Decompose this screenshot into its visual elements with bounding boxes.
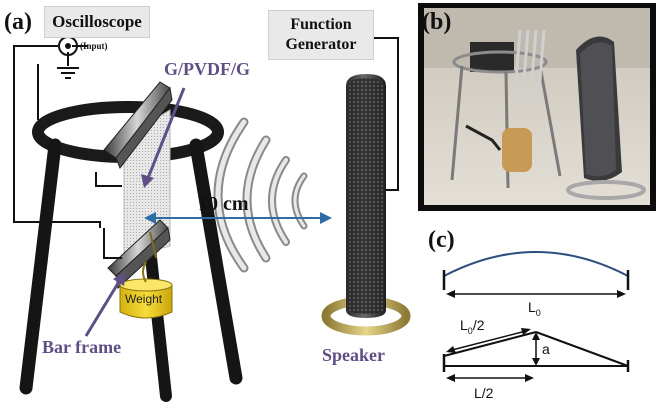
bottom-clamp	[107, 219, 171, 289]
bar-frame-pointer	[84, 272, 126, 337]
ground-icon	[57, 67, 79, 79]
input-label: (Input)	[80, 41, 108, 51]
amplitude-label: a	[542, 341, 550, 357]
oscilloscope-box: Oscilloscope	[44, 6, 150, 38]
function-generator-line1: Function	[290, 16, 352, 33]
panel-a-label: (a)	[4, 9, 32, 35]
stretched-membrane-diagram	[442, 328, 630, 382]
weight-label: Weight	[125, 292, 163, 306]
experiment-photo	[418, 3, 656, 211]
half-original-label: L0/2	[460, 318, 485, 336]
length-label-sub: 0	[535, 307, 541, 318]
half-original-rest: /2	[472, 317, 485, 333]
top-clamp	[103, 81, 173, 170]
panel-b-label: (b)	[422, 9, 452, 35]
half-original-main: L	[460, 317, 468, 333]
sample-label: G/PVDF/G	[164, 59, 250, 79]
length-label: L0	[528, 300, 541, 318]
lower-sample-wire	[103, 228, 122, 259]
upper-sample-wire	[37, 64, 122, 187]
sample-pointer	[141, 87, 186, 188]
function-generator-box: Function Generator	[268, 10, 374, 60]
half-length-label: L/2	[474, 385, 494, 401]
oscilloscope-wiring	[13, 45, 101, 228]
panel-c-label: (c)	[428, 227, 455, 253]
function-generator-line2: Generator	[285, 36, 357, 53]
distance-label: 10 cm	[198, 193, 249, 215]
speaker	[321, 74, 411, 336]
length-label-main: L	[528, 299, 536, 315]
half-original-sub: 0	[467, 325, 473, 336]
distance-arrow	[144, 212, 332, 224]
bar-frame-label: Bar frame	[42, 337, 122, 357]
speaker-label: Speaker	[322, 345, 385, 365]
sound-waves-icon	[213, 117, 308, 273]
weight	[119, 261, 173, 319]
flat-membrane-diagram	[442, 251, 630, 298]
oscilloscope-label: Oscilloscope	[52, 12, 142, 31]
